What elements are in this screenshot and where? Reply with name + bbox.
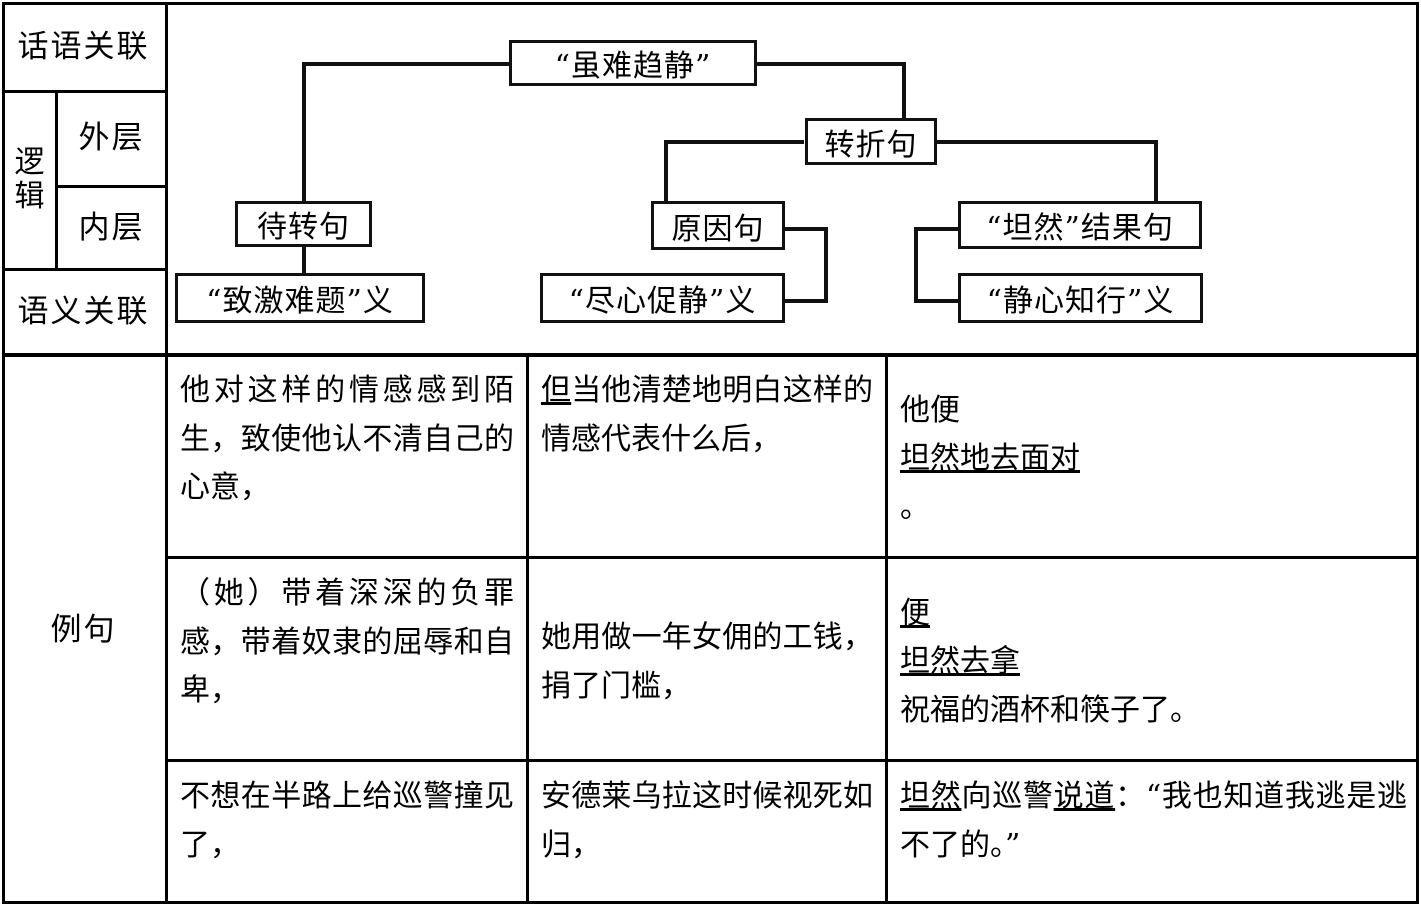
rule-h-row2-row3	[165, 759, 1419, 762]
connector-transition-to-cause-horizontal	[664, 140, 804, 144]
text-run: 坦然去拿	[900, 644, 1020, 680]
rule-h-between-layers	[55, 185, 167, 188]
node-cause[interactable]: 原因句	[651, 201, 785, 250]
connector-result-to-meaning-right-top	[914, 227, 960, 231]
connector-transition-to-result-horizontal	[936, 140, 1158, 144]
rule-h-under-logic	[2, 268, 167, 271]
text-run: 安德莱乌拉这时候视死如归，	[541, 779, 873, 863]
example-cell-r2c3: 便坦然去拿祝福的酒杯和筷子了。	[888, 560, 1419, 759]
connector-cause-to-meaning-mid-top	[784, 227, 828, 231]
connector-transition-to-cause-vertical	[664, 140, 668, 206]
connector-root-to-pending-vertical	[302, 62, 306, 207]
text-run: ：“我也知道我逃是逃不了的。”	[900, 779, 1408, 863]
rule-v-col2-col3	[885, 355, 888, 904]
label-logic-outer: 外层	[78, 120, 145, 157]
rule-h-under-header-block	[2, 353, 1419, 357]
label-discourse-relation: 话语关联	[17, 29, 150, 66]
example-cell-r2c1: （她）带着深深的负罪感，带着奴隶的屈辱和自卑，	[168, 560, 526, 759]
text-run: 祝福的酒杯和筷子了。	[900, 692, 1200, 728]
text-run: 坦然	[900, 779, 962, 814]
label-examples: 例句	[50, 612, 117, 649]
node-meaning-mid[interactable]: “尽心促静”义	[540, 273, 785, 323]
connector-result-to-meaning-right-bottom	[914, 299, 960, 303]
label-logic-inner: 内层	[78, 209, 145, 246]
node-meaning-right[interactable]: “静心知行”义	[958, 273, 1203, 323]
text-run: 不想在半路上给巡警撞见了，	[180, 779, 514, 863]
rule-v-logic-split	[55, 90, 58, 271]
connector-transition-to-result-vertical	[1154, 140, 1158, 206]
text-run: 他对这样的情感感到陌生，致使他认不清自己的心意，	[180, 373, 514, 506]
label-logic-text: 逻辑	[14, 145, 45, 214]
connector-cause-to-meaning-mid-vertical	[824, 227, 828, 303]
rule-h-row1-row2	[165, 556, 1419, 559]
connector-pending-to-meaning-left	[302, 245, 306, 275]
node-meaning-left[interactable]: “致激难题”义	[175, 273, 425, 323]
relation-tree-diagram: “虽难趋静” 转折句 待转句 原因句 “坦然”结果句 “致激难题”义 “尽心促静…	[168, 5, 1414, 352]
label-logic: 逻辑	[4, 92, 55, 268]
text-run: 。	[900, 489, 930, 525]
text-run: 向巡警	[961, 779, 1054, 814]
label-semantic-relation: 语义关联	[17, 293, 150, 330]
connector-root-to-transition-vertical	[902, 62, 906, 122]
text-run: 但	[541, 373, 572, 408]
text-run: 他便	[900, 392, 960, 428]
example-cell-r3c2: 安德莱乌拉这时候视死如归，	[529, 763, 885, 903]
rule-v-col1-col2	[526, 355, 529, 904]
node-root[interactable]: “虽难趋静”	[509, 40, 757, 86]
text-run: 便	[900, 595, 930, 631]
connector-root-to-transition-horizontal	[756, 62, 906, 66]
example-cell-r1c3: 他便坦然地去面对。	[888, 357, 1419, 556]
text-run: 她用做一年女佣的工钱，捐了门槛，	[541, 619, 873, 704]
example-cell-r3c1: 不想在半路上给巡警撞见了，	[168, 763, 526, 903]
example-cell-r1c1: 他对这样的情感感到陌生，致使他认不清自己的心意，	[168, 357, 526, 556]
node-result[interactable]: “坦然”结果句	[958, 201, 1202, 249]
text-run: 坦然地去面对	[900, 441, 1080, 477]
example-cell-r1c2: 但当他清楚地明白这样的情感代表什么后，	[529, 357, 885, 556]
connector-root-to-pending-horizontal	[302, 62, 612, 66]
rule-h-under-discourse	[2, 90, 167, 93]
node-pending[interactable]: 待转句	[235, 201, 372, 247]
example-cell-r2c2: 她用做一年女佣的工钱，捐了门槛，	[529, 560, 885, 759]
text-run: 说道	[1053, 779, 1116, 814]
rule-v-label-column	[165, 2, 168, 904]
connector-result-to-meaning-right-vertical	[914, 227, 918, 303]
text-run: 当他清楚地明白这样的情感代表什么后，	[541, 373, 874, 457]
node-transition[interactable]: 转折句	[805, 118, 937, 165]
text-run: （她）带着深深的负罪感，带着奴隶的屈辱和自卑，	[180, 576, 514, 709]
connector-cause-to-meaning-mid-bottom	[784, 299, 828, 303]
example-cell-r3c3: 坦然向巡警说道：“我也知道我逃是逃不了的。”	[888, 763, 1419, 903]
